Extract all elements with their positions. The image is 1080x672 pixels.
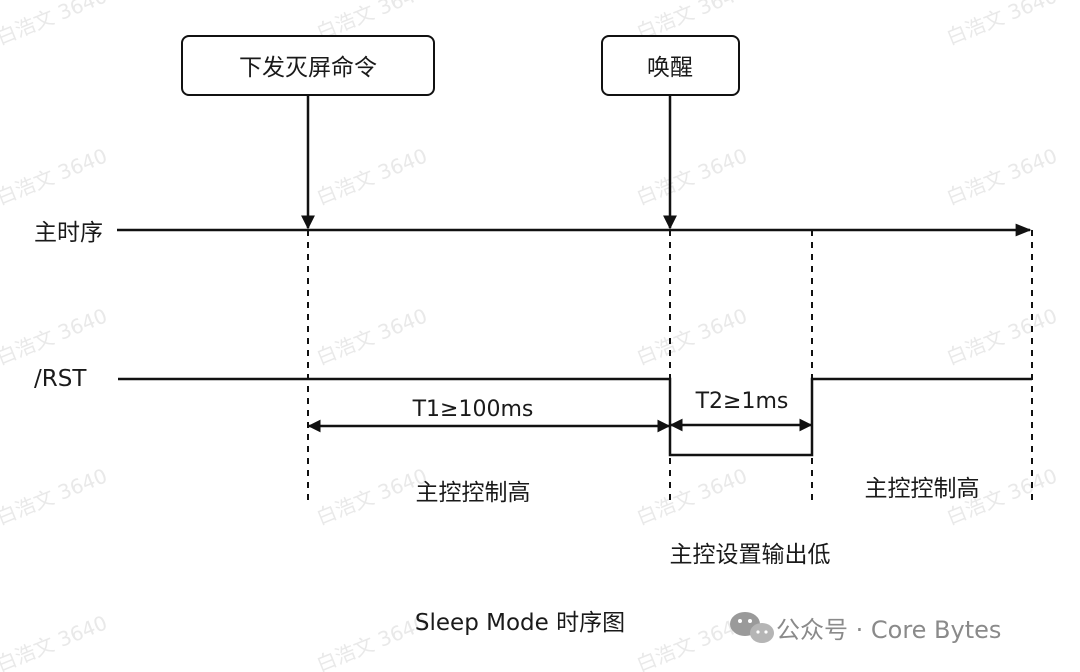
watermark-text: 白浩文 3640 bbox=[0, 143, 111, 209]
rst-waveform bbox=[118, 377, 1032, 457]
wakeup-label: 唤醒 bbox=[647, 55, 693, 81]
watermark-text: 白浩文 3640 bbox=[0, 0, 111, 50]
guide-lines bbox=[307, 230, 1033, 503]
watermark-text: 白浩文 3640 bbox=[633, 303, 751, 369]
watermark-text: 白浩文 3640 bbox=[943, 303, 1061, 369]
sleep-command-label: 下发灭屏命令 bbox=[239, 55, 377, 81]
watermark-text: 白浩文 3640 bbox=[0, 610, 111, 672]
host-control-high-right: 主控控制高 bbox=[865, 476, 980, 502]
watermark-text: 白浩文 3640 bbox=[313, 303, 431, 369]
wakeup-event: 唤醒 bbox=[601, 35, 740, 96]
t1-label: T1≥100ms bbox=[412, 397, 534, 422]
watermark-text: 白浩文 3640 bbox=[633, 463, 751, 529]
diagram-caption: Sleep Mode 时序图 bbox=[415, 610, 625, 636]
wechat-icon bbox=[730, 612, 774, 643]
watermark-text: 白浩文 3640 bbox=[313, 143, 431, 209]
watermark-text: 白浩文 3640 bbox=[313, 610, 431, 672]
main-timeline-label: 主时序 bbox=[34, 220, 103, 246]
watermark-text: 白浩文 3640 bbox=[943, 143, 1061, 209]
host-output-low-label: 主控设置输出低 bbox=[670, 542, 831, 568]
watermark-text: 白浩文 3640 bbox=[0, 463, 111, 529]
watermark-text: 白浩文 3640 bbox=[0, 303, 111, 369]
watermark-text: 白浩文 3640 bbox=[943, 0, 1061, 50]
rst-signal-label: /RST bbox=[34, 366, 87, 392]
channel-watermark: 公众号 · Core Bytes bbox=[730, 612, 1001, 644]
channel-name: 公众号 · Core Bytes bbox=[776, 616, 1001, 644]
host-control-high-left: 主控控制高 bbox=[416, 480, 531, 506]
watermark-text: 白浩文 3640 bbox=[633, 143, 751, 209]
watermark-text: 白浩文 3640 bbox=[313, 463, 431, 529]
sleep-command-event: 下发灭屏命令 bbox=[181, 35, 435, 96]
t2-label: T2≥1ms bbox=[695, 389, 789, 414]
